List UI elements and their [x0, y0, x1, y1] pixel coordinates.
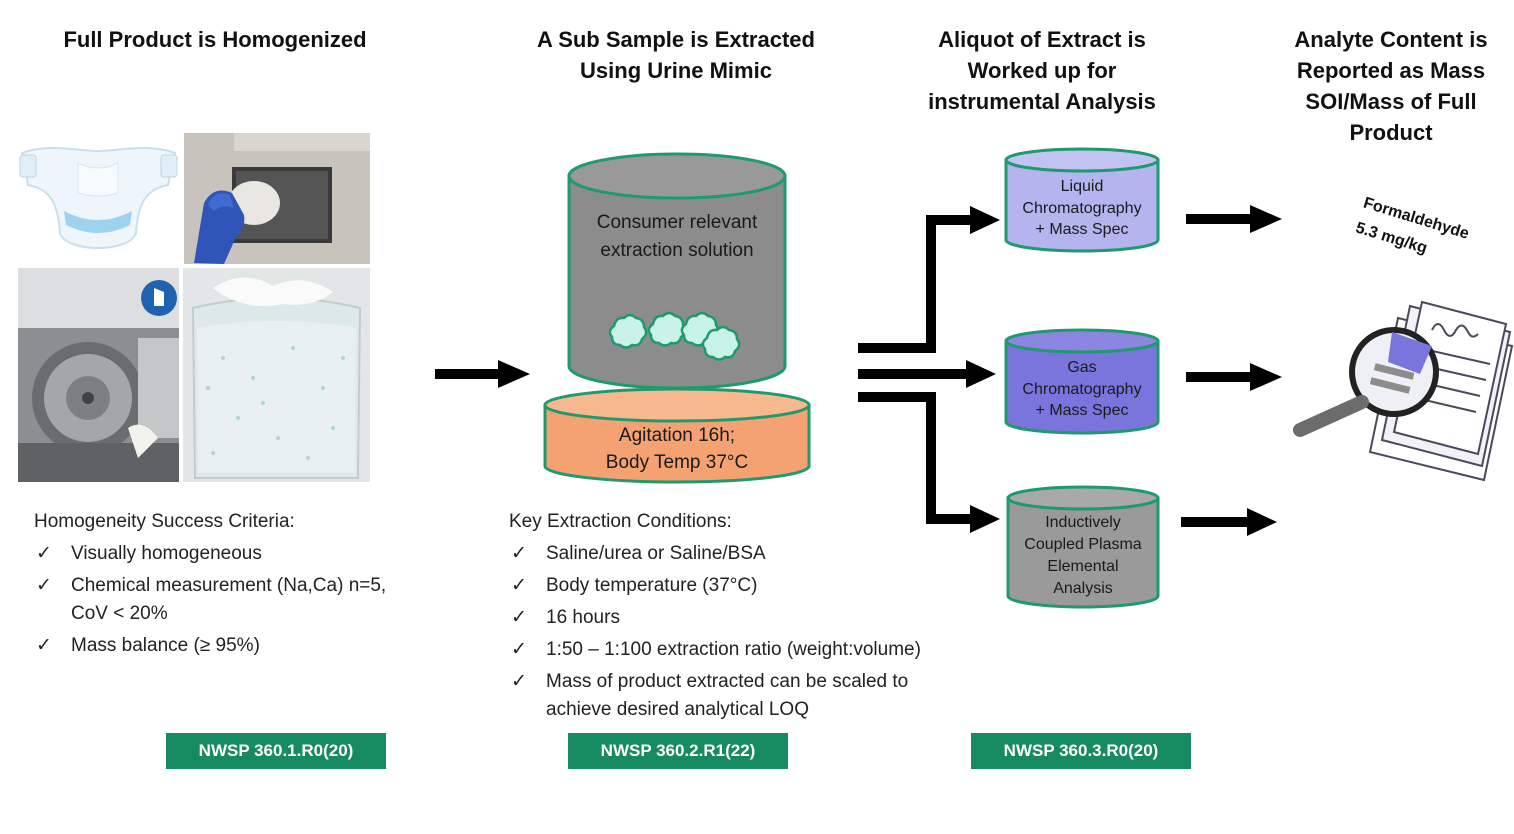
- homogenized-jar-photo: [183, 268, 370, 482]
- agitation-base: [543, 387, 811, 484]
- list-item: ✓Visually homogeneous: [34, 540, 394, 568]
- check-icon: ✓: [511, 671, 527, 692]
- list-item: ✓1:50 – 1:100 extraction ratio (weight:v…: [509, 636, 979, 664]
- homogeneity-title: Homogeneity Success Criteria:: [34, 511, 295, 532]
- icp-cylinder: [1006, 485, 1160, 609]
- step3-header: Aliquot of Extract is Worked up for inst…: [928, 27, 1156, 114]
- icp-text-line2: Coupled Plasma: [1024, 536, 1142, 553]
- step4-header: Analyte Content is Reported as Mass SOI/…: [1294, 27, 1488, 145]
- vessel-text-line1: Consumer relevant: [597, 212, 758, 233]
- gc-text-line2: Chromatography: [1022, 381, 1141, 398]
- arrow-to-extraction: [435, 360, 530, 388]
- gc-text-line3: + Mass Spec: [1036, 402, 1129, 419]
- check-icon: ✓: [511, 543, 527, 564]
- list-item: ✓Saline/urea or Saline/BSA: [509, 540, 979, 568]
- lc-text-line1: Liquid: [1061, 178, 1104, 195]
- vessel-text-line2: extraction solution: [600, 240, 753, 261]
- extraction-conditions: Key Extraction Conditions: ✓Saline/urea …: [509, 508, 979, 728]
- standard-badge-2: NWSP 360.2.R1(22): [568, 733, 788, 769]
- result-arrows: [1181, 205, 1282, 536]
- standard-badge-1: NWSP 360.1.R0(20): [166, 733, 386, 769]
- list-item: ✓16 hours: [509, 604, 979, 632]
- base-text-line1: Agitation 16h;: [619, 425, 735, 446]
- gc-ms-cylinder: [1004, 328, 1160, 435]
- step1-header: Full Product is Homogenized: [63, 27, 367, 52]
- lc-text-line3: + Mass Spec: [1036, 221, 1129, 238]
- gc-text-line1: Gas: [1067, 359, 1096, 376]
- homogenizer-photo: [184, 133, 370, 264]
- check-icon: ✓: [36, 575, 52, 596]
- extraction-conditions-title: Key Extraction Conditions:: [509, 511, 732, 532]
- branch-arrows: [858, 206, 1000, 533]
- lc-text-line2: Chromatography: [1022, 200, 1141, 217]
- list-item: ✓Mass of product extracted can be scaled…: [509, 668, 946, 724]
- list-item: ✓Mass balance (≥ 95%): [34, 632, 394, 660]
- icp-text-line4: Analysis: [1053, 580, 1113, 597]
- standard-badge-3: NWSP 360.3.R0(20): [971, 733, 1191, 769]
- list-item: ✓Chemical measurement (Na,Ca) n=5, CoV <…: [34, 572, 394, 628]
- icp-text-line1: Inductively: [1045, 514, 1121, 531]
- list-item: ✓Body temperature (37°C): [509, 572, 979, 600]
- check-icon: ✓: [511, 607, 527, 628]
- diaper-photo: [18, 133, 179, 264]
- check-icon: ✓: [36, 635, 52, 656]
- extraction-vessel: [567, 152, 787, 390]
- homogeneity-criteria: Homogeneity Success Criteria: ✓Visually …: [34, 508, 394, 664]
- step2-header: A Sub Sample is Extracted Using Urine Mi…: [537, 27, 815, 83]
- check-icon: ✓: [511, 575, 527, 596]
- icp-text-line3: Elemental: [1047, 558, 1118, 575]
- report-magnifier-icon: [1293, 300, 1514, 482]
- base-text-line2: Body Temp 37°C: [606, 452, 748, 473]
- sample-clumps-icon: [608, 311, 741, 361]
- lc-ms-cylinder: [1004, 147, 1160, 253]
- check-icon: ✓: [511, 639, 527, 660]
- grinder-photo: [18, 268, 179, 482]
- check-icon: ✓: [36, 543, 52, 564]
